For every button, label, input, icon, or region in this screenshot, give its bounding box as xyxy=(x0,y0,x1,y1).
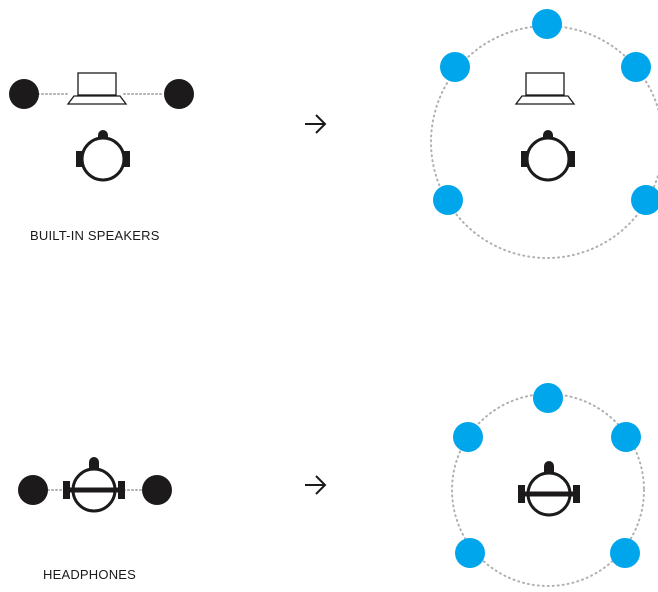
right-arrow-icon xyxy=(305,114,327,134)
virtual-speaker-rear-right xyxy=(631,185,658,215)
virtual-speaker-front-right xyxy=(621,52,651,82)
headphones-icon xyxy=(63,457,125,513)
right-speaker xyxy=(142,475,172,505)
head-icon xyxy=(521,130,575,182)
left-speaker xyxy=(18,475,48,505)
headphones-after xyxy=(451,383,645,587)
virtual-speaker-top xyxy=(532,9,562,39)
head-icon xyxy=(76,130,130,182)
builtin-speakers-caption: BUILT-IN SPEAKERS xyxy=(30,228,160,243)
builtin-speakers-before xyxy=(9,72,194,182)
virtual-speaker-rear-left xyxy=(455,538,485,568)
headphones-icon xyxy=(518,461,580,517)
builtin-speakers-after xyxy=(430,9,658,259)
laptop-icon xyxy=(514,72,576,105)
headphones-caption: HEADPHONES xyxy=(43,567,137,582)
virtual-speaker-top xyxy=(533,383,563,413)
virtual-speaker-rear-right xyxy=(610,538,640,568)
right-speaker xyxy=(164,79,194,109)
virtual-speaker-front-left xyxy=(440,52,470,82)
virtual-speaker-front-left xyxy=(453,422,483,452)
left-speaker xyxy=(9,79,39,109)
virtual-speaker-front-right xyxy=(611,422,641,452)
headphones-before xyxy=(18,457,172,513)
virtual-speaker-rear-left xyxy=(433,185,463,215)
laptop-icon xyxy=(66,72,128,105)
right-arrow-icon xyxy=(305,475,327,495)
